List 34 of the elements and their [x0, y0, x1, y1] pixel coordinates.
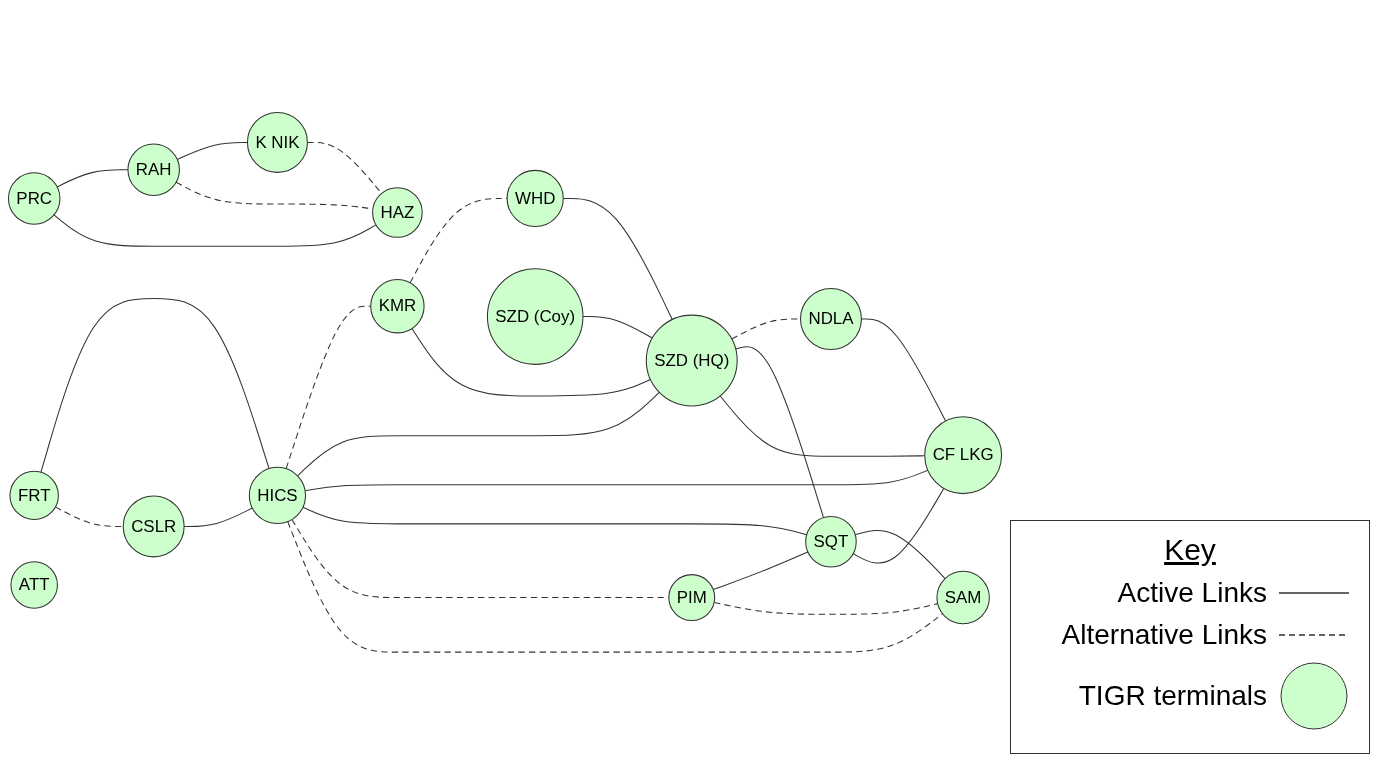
node-circle: PRC — [7, 171, 61, 225]
connector — [40, 297, 270, 473]
node-circle: HAZ — [372, 186, 423, 238]
connector — [582, 315, 653, 339]
connector — [297, 391, 660, 477]
node-circle: FRT — [9, 470, 59, 520]
legend-title: Key — [1163, 533, 1217, 567]
connector — [304, 469, 929, 491]
node-circle: CSLR — [122, 495, 185, 558]
connector — [411, 327, 651, 397]
legend-text: TIGR terminals — [1078, 680, 1267, 712]
connector — [53, 214, 377, 247]
connector — [713, 601, 939, 615]
legend-text: Active Links — [1117, 577, 1267, 609]
connector — [54, 506, 124, 527]
node-circle: WHD — [506, 169, 564, 227]
node-circle: ATT — [10, 560, 58, 609]
node-circle: CF LKG — [924, 416, 1003, 494]
legend-text: Alternative Links — [1061, 619, 1267, 651]
node-circle: PIM — [668, 573, 716, 621]
node-circle: NDLA — [800, 287, 862, 350]
node-circle: K NIK — [246, 111, 308, 173]
connector — [852, 487, 945, 564]
node-circle: SZD (HQ) — [645, 314, 738, 407]
node-circle: SAM — [936, 570, 990, 624]
node-circle: KMR — [370, 278, 425, 334]
connector — [176, 141, 248, 160]
node-circle: SZD (Coy) — [486, 267, 584, 365]
connector — [712, 551, 809, 590]
connector — [735, 345, 825, 518]
node-circle: SQT — [805, 515, 857, 568]
connector — [854, 529, 946, 579]
node-circle: HICS — [248, 466, 307, 524]
node-circle: RAH — [127, 143, 180, 196]
